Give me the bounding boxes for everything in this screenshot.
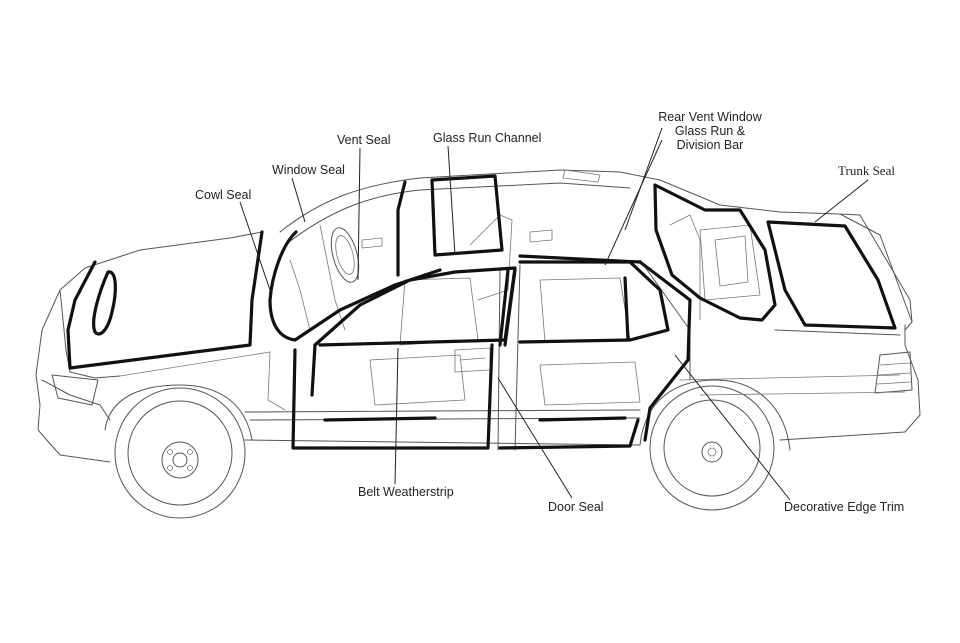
window-seal-line (268, 230, 442, 342)
label-rear-vent-line2: Glass Run & (674, 124, 746, 138)
trunk-seal-line (766, 220, 897, 330)
front-door-seal-line (291, 343, 494, 450)
label-decorative-edge-trim: Decorative Edge Trim (784, 500, 905, 514)
seal-lines (66, 174, 897, 450)
division-bar-line (518, 254, 692, 442)
glass-run-channel-line (430, 174, 504, 257)
vent-seal-line (396, 180, 407, 277)
hood-vent-line (92, 270, 117, 336)
leader-door-seal (497, 377, 573, 499)
leader-rear-vent-1 (624, 127, 663, 231)
leader-cowl-seal (239, 201, 271, 291)
rear-door-seal-line (518, 260, 670, 344)
label-vent-seal: Vent Seal (337, 133, 391, 147)
cowl-seal-line (66, 230, 264, 370)
label-trunk-seal: Trunk Seal (838, 163, 895, 178)
leader-belt-weatherstrip (394, 347, 399, 485)
rear-window-seal-line (653, 183, 777, 322)
leader-window-seal (291, 177, 306, 223)
label-rear-vent-window: Rear Vent Window Glass Run & Division Ba… (655, 110, 765, 152)
label-rear-vent-line1: Rear Vent Window (658, 110, 762, 124)
leader-rear-vent-2 (604, 139, 663, 266)
leader-lines (239, 127, 869, 501)
label-rear-vent-line3: Division Bar (676, 138, 744, 152)
leader-glass-run-channel (447, 145, 456, 256)
leader-vent-seal (357, 147, 361, 281)
car-body-outline (35, 169, 921, 519)
label-glass-run-channel: Glass Run Channel (433, 131, 542, 145)
leader-trunk-seal (814, 179, 869, 223)
label-cowl-seal: Cowl Seal (195, 188, 252, 202)
label-window-seal: Window Seal (272, 163, 345, 177)
label-door-seal: Door Seal (548, 500, 604, 514)
label-belt-weatherstrip: Belt Weatherstrip (358, 485, 454, 499)
leader-decorative-edge-trim (674, 354, 791, 501)
